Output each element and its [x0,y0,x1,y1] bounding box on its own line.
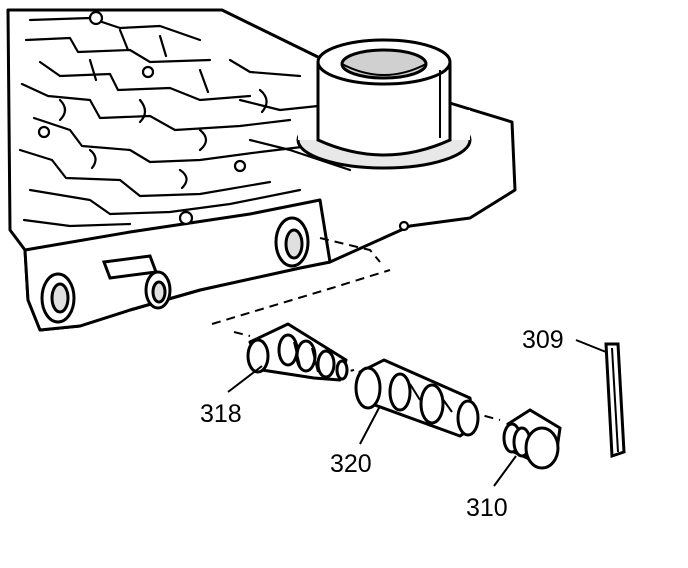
leader-lines [227,339,607,487]
valve-320 [354,358,480,438]
callout-318: 318 [200,400,242,428]
callout-310: 310 [466,494,508,522]
callout-309: 309 [522,326,564,354]
valve-body-passages [18,16,352,228]
accumulator-housing [296,38,472,170]
valve-318 [246,322,349,382]
pin-309 [604,342,626,459]
plug-310 [502,408,562,470]
callout-320: 320 [330,450,372,478]
valve-body-bores [40,216,310,324]
valve-body-holes [37,10,410,232]
